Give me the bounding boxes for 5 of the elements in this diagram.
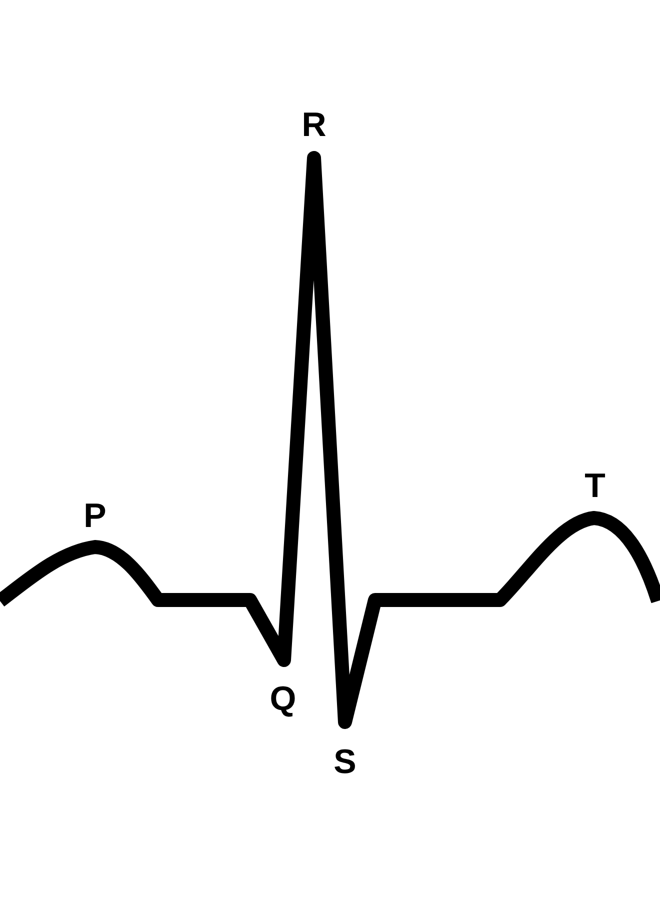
wave-label: P xyxy=(84,499,106,533)
wave-label: Q xyxy=(270,682,296,716)
wave-label: T xyxy=(584,469,606,503)
wave-label: S xyxy=(334,745,356,779)
wave-label: R xyxy=(302,108,326,142)
